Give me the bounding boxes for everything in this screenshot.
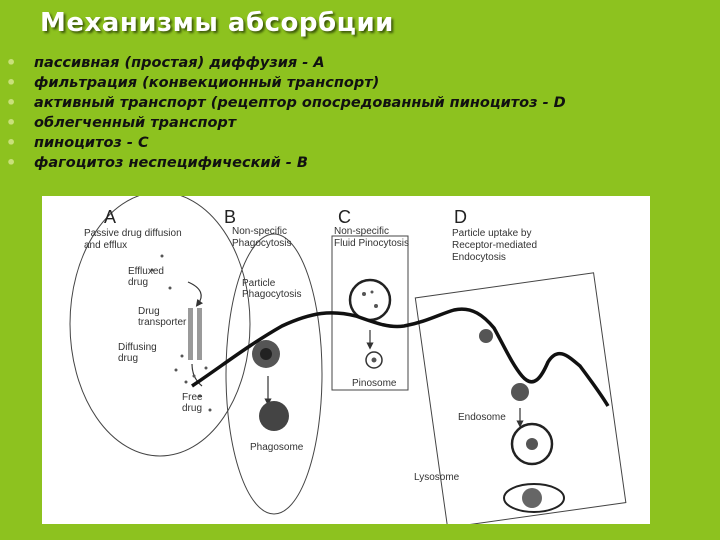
panel-d-outline: [414, 272, 627, 524]
list-item: • фильтрация (конвекционный транспорт): [6, 73, 706, 93]
panel-b-caption: Non-specific: [232, 226, 288, 237]
list-item-text: облегченный транспорт: [34, 115, 237, 131]
particle-phagocytosis-label: Particle: [242, 278, 276, 289]
bullet-icon: •: [6, 93, 17, 112]
panel-d-caption: Receptor-mediated: [452, 240, 538, 251]
drug-transporter-shape: [188, 308, 193, 360]
panel-a-letter: A: [104, 207, 117, 227]
absorption-diagram: A Passive drug diffusion and efflux Effl…: [42, 196, 650, 524]
endocytic-vesicle: [511, 383, 529, 401]
list-item-text: пассивная (простая) диффузия - А: [34, 55, 325, 71]
panel-b-caption: Phagocytosis: [232, 238, 292, 249]
drug-particles: [150, 254, 212, 412]
lysosome-label: Lysosome: [414, 472, 460, 483]
free-drug-label: drug: [182, 403, 203, 414]
diagram-drawing: [69, 196, 627, 524]
free-drug-label: Free: [182, 392, 203, 403]
bullet-icon: •: [6, 153, 17, 172]
list-item-text: пиноцитоз - С: [34, 135, 149, 151]
diffusing-drug-label: drug: [118, 353, 139, 364]
panel-d-caption: Endocytosis: [452, 252, 506, 263]
bullet-icon: •: [6, 133, 17, 152]
list-item: • активный транспорт (рецептор опосредова…: [6, 93, 706, 113]
drug-transporter-label: Drug: [138, 306, 160, 317]
cell-membrane: [191, 307, 610, 407]
drug-transporter-label: transporter: [138, 317, 187, 328]
endosome-label: Endosome: [458, 412, 506, 423]
bullet-icon: •: [6, 53, 17, 72]
diffusion-arrow: [191, 363, 203, 387]
panel-c-caption: Fluid Pinocytosis: [334, 238, 410, 249]
effluxed-drug-label: Effluxed: [128, 266, 164, 277]
mechanism-list: • пассивная (простая) диффузия - А • фильт…: [6, 53, 706, 173]
pinosome-label: Pinosome: [352, 378, 397, 389]
list-item-text: фагоцитоз неспецифический - В: [34, 155, 308, 171]
list-item: • облегченный транспорт: [6, 113, 706, 133]
effluxed-drug-label: drug: [128, 277, 149, 288]
phagosome-shape: [259, 401, 289, 431]
panel-b-letter: B: [224, 207, 237, 227]
efflux-arrow: [187, 281, 204, 307]
panel-d-caption: Particle uptake by: [452, 228, 532, 239]
page-title: Механизмы абсорбции: [40, 8, 394, 38]
bullet-icon: •: [6, 73, 17, 92]
panel-c-caption: Non-specific: [334, 226, 390, 237]
list-item-text: фильтрация (конвекционный транспорт): [34, 75, 380, 91]
panel-a-outline: [69, 196, 251, 457]
diffusing-drug-label: Diffusing: [118, 342, 157, 353]
list-item: • пассивная (простая) диффузия - А: [6, 53, 706, 73]
panel-a-caption: Passive drug diffusion: [84, 228, 182, 239]
phagosome-label: Phagosome: [250, 442, 304, 453]
drug-transporter-shape: [197, 308, 202, 360]
panel-d-letter: D: [454, 207, 467, 227]
panel-a-caption: and efflux: [84, 240, 128, 251]
list-item: • пиноцитоз - С: [6, 133, 706, 153]
list-item-text: активный транспорт (рецептор опосредован…: [34, 95, 566, 111]
receptor-particle: [479, 329, 493, 343]
list-item: • фагоцитоз неспецифический - В: [6, 153, 706, 173]
pinocytosis-vesicle: [348, 278, 392, 322]
bullet-icon: •: [6, 113, 17, 132]
particle-phagocytosis-label: Phagocytosis: [242, 289, 302, 300]
panel-c-letter: C: [338, 207, 351, 227]
panel-b-outline: [225, 233, 323, 515]
